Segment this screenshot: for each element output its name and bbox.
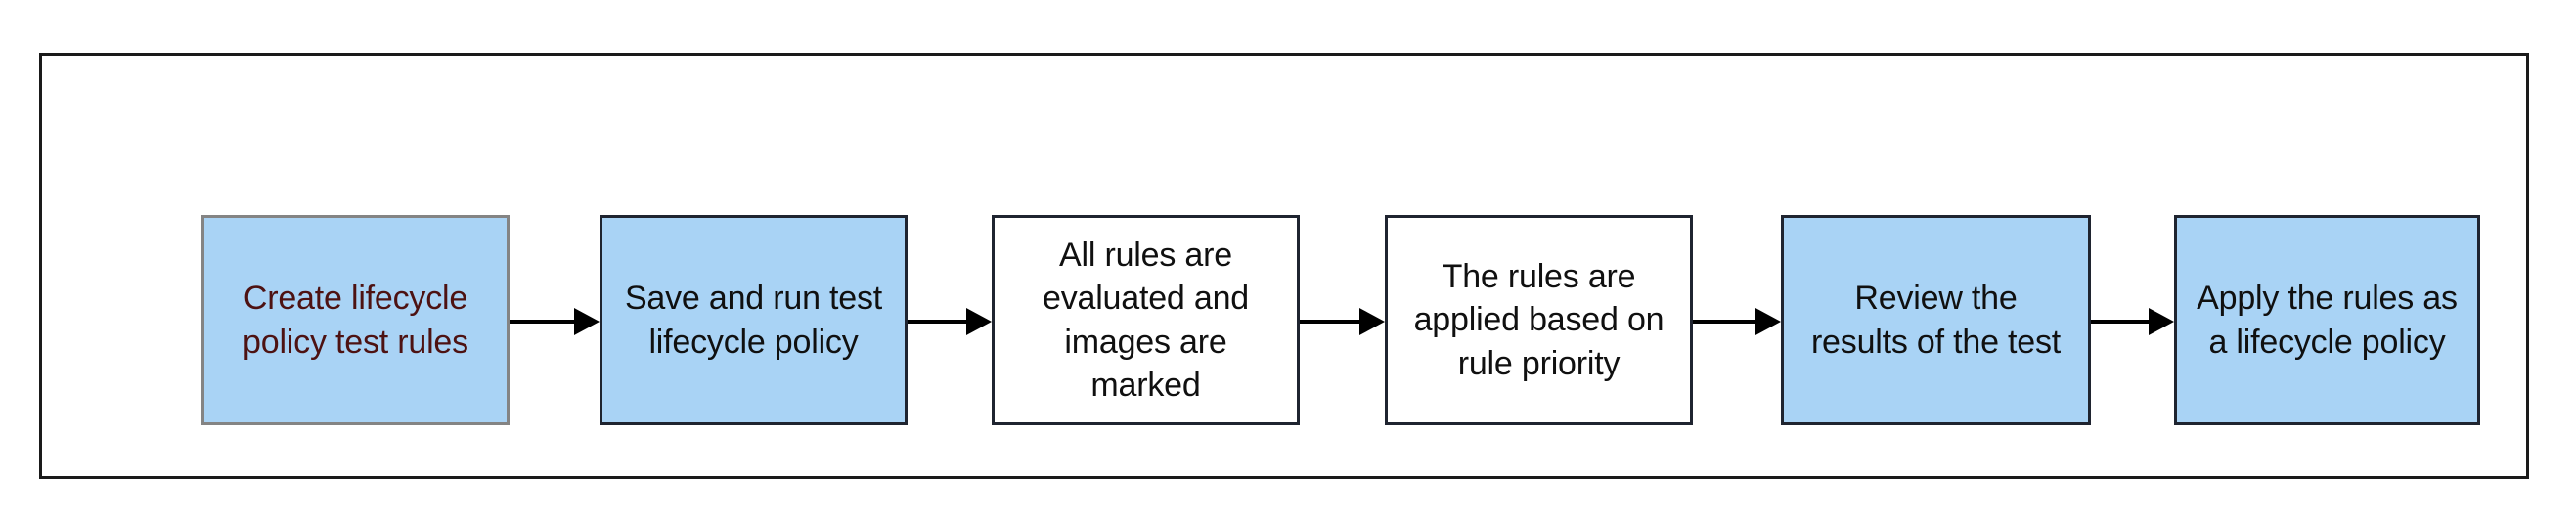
- arrow-shaft: [908, 320, 966, 324]
- flow-node-create-lifecycle-policy-test-rules[interactable]: Create lifecycle policy test rules: [201, 215, 510, 425]
- arrow-head-icon: [2149, 308, 2174, 335]
- flow-node-label: The rules are applied based on rule prio…: [1413, 258, 1665, 382]
- arrow-shaft: [1693, 320, 1755, 324]
- flow-node-the-rules-are-applied-based-on-rule-priority[interactable]: The rules are applied based on rule prio…: [1385, 215, 1693, 425]
- flow-node-apply-the-rules-as-a-lifecycle-policy[interactable]: Apply the rules as a lifecycle policy: [2174, 215, 2480, 425]
- flow-node-label: Review the results of the test: [1810, 280, 2062, 361]
- flow-arrow-5: [2091, 308, 2174, 335]
- arrow-shaft: [2091, 320, 2149, 324]
- flow-node-review-the-results-of-the-test[interactable]: Review the results of the test: [1781, 215, 2091, 425]
- flow-arrow-2: [908, 308, 992, 335]
- flow-node-label: Create lifecycle policy test rules: [243, 280, 468, 361]
- flow-arrow-1: [510, 308, 600, 335]
- arrow-head-icon: [574, 308, 600, 335]
- arrow-head-icon: [1359, 308, 1385, 335]
- flow-arrow-3: [1300, 308, 1385, 335]
- flow-node-label: Save and run test lifecycle policy: [624, 280, 883, 361]
- arrow-shaft: [1300, 320, 1359, 324]
- arrow-head-icon: [966, 308, 992, 335]
- arrow-shaft: [510, 320, 574, 324]
- arrow-head-icon: [1755, 308, 1781, 335]
- flow-node-save-and-run-test-lifecycle-policy[interactable]: Save and run test lifecycle policy: [600, 215, 908, 425]
- flow-arrow-4: [1693, 308, 1781, 335]
- flow-node-all-rules-are-evaluated-and-images-are-marked[interactable]: All rules are evaluated and images are m…: [992, 215, 1300, 425]
- flow-node-label: Apply the rules as a lifecycle policy: [2197, 280, 2458, 361]
- flow-node-label: All rules are evaluated and images are m…: [1042, 237, 1250, 404]
- diagram-frame: Create lifecycle policy test rules Save …: [39, 53, 2529, 479]
